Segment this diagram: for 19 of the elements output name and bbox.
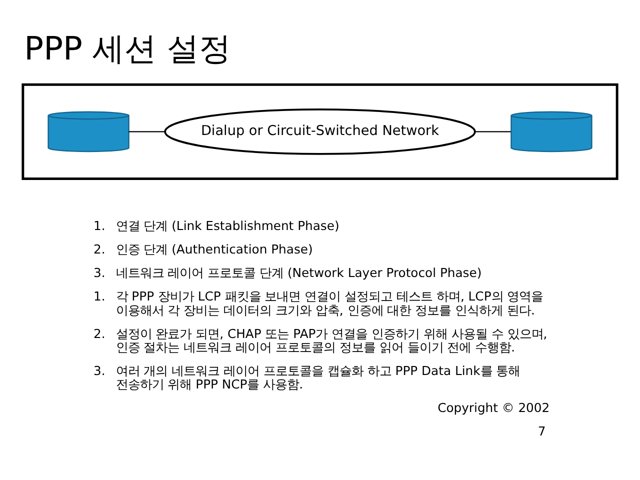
- label: 2.: [93, 326, 106, 341]
- label: 각 PPP 장비가 LCP 패킷을 보내면 연결이 설정되고 테스트 하며, LCP의 영역을 이용해서 각 장비는 데이터의 크기와 압축, 인증에 대한 정보를 인식하게 된다.: [116, 290, 544, 318]
- label: 여러 개의 네트워크 레이어 프로토콜을 캡슐화 하고 PPP Data Link를 통해 전송하기 위해 PPP NCP를 사용함.: [116, 364, 520, 392]
- label: 2.: [93, 242, 106, 257]
- label: 7: [538, 424, 546, 439]
- label: 1.: [93, 290, 106, 304]
- cluster: [22, 83, 618, 180]
- label: 1.: [93, 219, 106, 234]
- connector: [475, 131, 511, 132]
- label: Copyright © 2002: [438, 401, 550, 416]
- diagram-title: PPP 세션 설정: [24, 30, 231, 68]
- label: 3.: [93, 266, 106, 280]
- label: 3.: [93, 364, 106, 378]
- label: 연결 단계 (Link Establishment Phase): [116, 219, 340, 234]
- connector: [128, 131, 165, 132]
- label: 인증 단계 (Authentication Phase): [116, 242, 313, 257]
- label: 설정이 완료가 되면, CHAP 또는 PAP가 연결을 인증하기 위해 사용될 수 있으며, 인증 절차는 네트워크 레이어 프로토콜의 정보를 읽어 들이기 전에 수행함.: [116, 326, 548, 354]
- label: 네트워크 레이어 프로토콜 단계 (Network Layer Protocol Phase): [116, 266, 482, 280]
- node-ellipse: Dialup or Circuit-Switched Network: [164, 108, 476, 155]
